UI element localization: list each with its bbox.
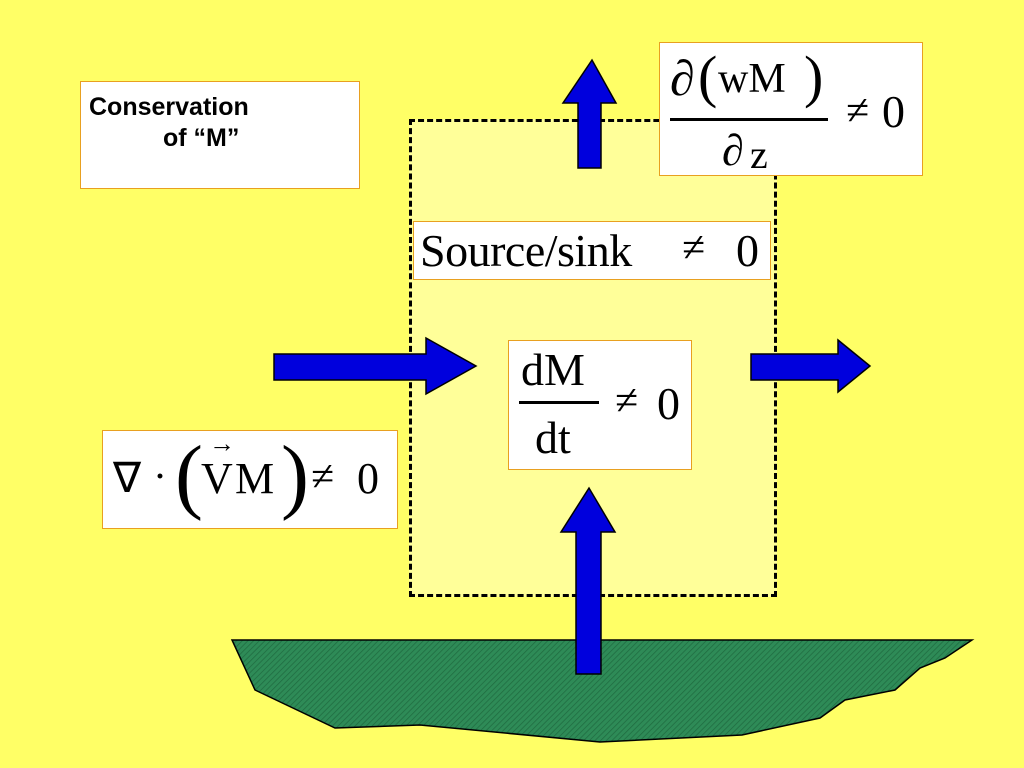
flux-numerator: wM <box>718 56 786 102</box>
vector-v: V <box>201 454 233 503</box>
nabla-symbol: ∇ <box>113 456 142 502</box>
flux-neq: ≠ <box>846 88 870 134</box>
flux-lparen: ( <box>698 44 718 109</box>
outflow-right-arrow <box>750 338 872 394</box>
time-derivative-numerator: dM <box>521 344 585 395</box>
divergence-quantity: M <box>235 454 275 503</box>
time-derivative-box: dM dt ≠ 0 <box>508 340 692 470</box>
outflow-top-arrow <box>561 58 618 169</box>
source-sink-zero: 0 <box>736 225 759 276</box>
time-derivative-fraction-line <box>519 401 599 404</box>
ground-surface <box>230 639 975 743</box>
title-line-2: of “M” <box>163 124 240 152</box>
vector-arrow: → <box>209 429 235 458</box>
source-sink-neq: ≠ <box>682 225 706 271</box>
time-derivative-zero: 0 <box>657 378 680 429</box>
title-line-1: Conservation <box>89 93 249 121</box>
partial-symbol-denominator: ∂ <box>722 126 744 175</box>
source-sink-label: Source/sink <box>420 225 632 276</box>
flux-zero: 0 <box>882 86 905 137</box>
dot-operator: · <box>153 454 167 500</box>
flux-fraction-line <box>670 118 828 121</box>
flux-rparen: ) <box>804 44 824 109</box>
vertical-flux-equation-box: ∂ ( wM ) ∂ z ≠ 0 <box>659 42 923 177</box>
divergence-neq: ≠ <box>311 454 335 500</box>
surface-flux-arrow <box>559 486 617 675</box>
inflow-left-arrow <box>273 336 478 396</box>
source-sink-box: Source/sink ≠ 0 <box>413 221 771 280</box>
partial-symbol-numerator: ∂ <box>670 50 695 106</box>
divergence-box: ∇ · ( → V M ) ≠ 0 <box>102 429 398 529</box>
title-box: Conservation of “M” <box>80 81 360 189</box>
time-derivative-denominator: dt <box>535 412 571 463</box>
time-derivative-neq: ≠ <box>615 378 639 424</box>
title-text: Conservation of “M” <box>89 92 351 154</box>
divergence-zero: 0 <box>357 454 379 503</box>
divergence-lparen: ( <box>175 429 203 522</box>
divergence-rparen: ) <box>281 429 309 522</box>
flux-denominator: z <box>750 132 768 177</box>
